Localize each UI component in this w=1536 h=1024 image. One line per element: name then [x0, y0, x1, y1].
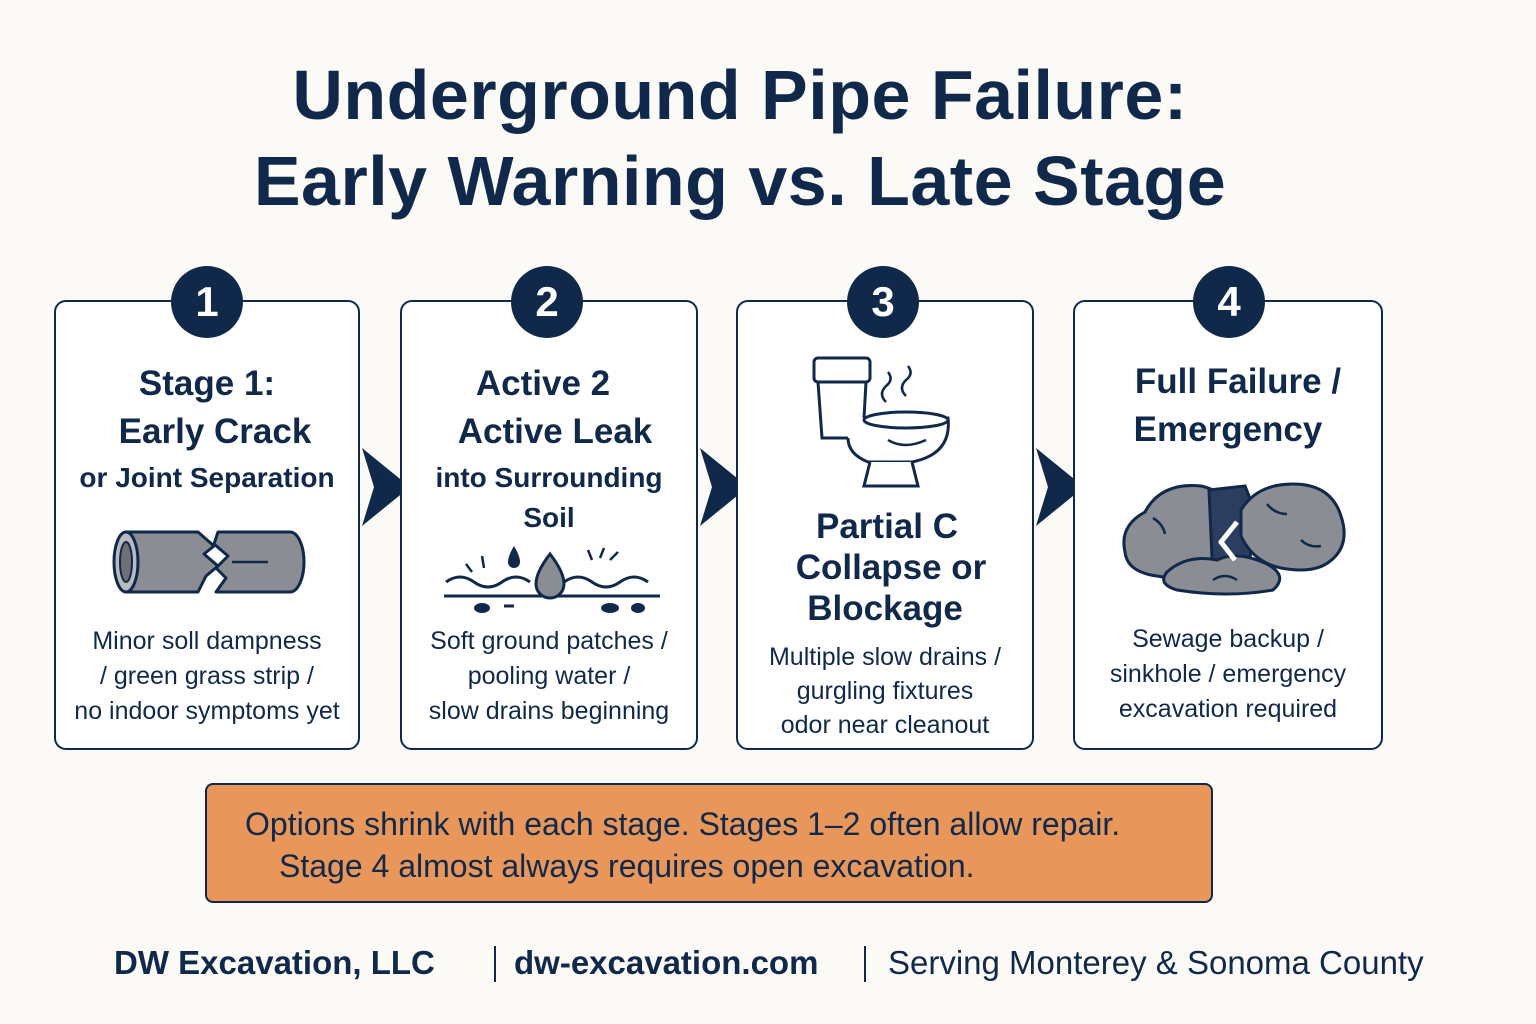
stage-1-heading-line: Early Crack [118, 412, 312, 451]
stage-2-description: Soft ground patches / pooling water / sl… [402, 624, 696, 729]
toilet-odor-icon [812, 356, 950, 488]
stage-3-description-line: gurgling fixtures [796, 677, 974, 705]
water-drops-soil-icon [444, 546, 660, 613]
stage-3-number-badge: 3 [847, 266, 919, 338]
stage-2-description-line: pooling water / [467, 662, 631, 690]
arrow-right-icon [700, 448, 748, 526]
company-name: DW Excavation, LLC [114, 944, 435, 981]
stage-1-heading: Stage 1: Early Crack or Joint Separation [56, 360, 358, 500]
title-line-1: Underground Pipe Failure: [292, 56, 1188, 134]
stage-3-heading: Partial C Collapse or Blockage [738, 506, 1032, 629]
stage-3-heading-line: Partial C [816, 507, 958, 546]
footer-divider [864, 946, 866, 982]
stage-2-heading-line: into Surrounding [435, 462, 663, 493]
stage-4-heading: Full Failure / Emergency [1075, 358, 1381, 454]
title-line-2: Early Warning vs. Late Stage [253, 142, 1227, 220]
stage-1-description-line: no indoor symptoms yet [74, 697, 340, 725]
arrow-right-icon [362, 448, 410, 526]
stage-4-number-badge: 4 [1193, 266, 1265, 338]
website-link[interactable]: dw-excavation.com [514, 944, 819, 981]
stage-3-description-line: Multiple slow drains / [768, 643, 1002, 671]
cracked-pipe-icon [112, 530, 306, 594]
footer: DW Excavation, LLC dw-excavation.com Ser… [0, 940, 1536, 990]
stage-2-heading: Active 2 Active Leak into Surrounding So… [402, 360, 696, 536]
stage-1-description-line: / green grass strip / [100, 662, 314, 690]
stage-4-card: Full Failure / Emergency Sewage backup /… [1073, 300, 1383, 750]
page-title: Underground Pipe Failure: Early Warning … [0, 52, 1480, 224]
stage-2-heading-line: Soil [523, 502, 575, 533]
collapsed-rocks-icon [1122, 482, 1346, 596]
callout-line-1: Options shrink with each stage. Stages 1… [245, 806, 1121, 842]
callout-box: Options shrink with each stage. Stages 1… [205, 783, 1213, 903]
stage-4-description-line: excavation required [1118, 695, 1338, 723]
stage-3-heading-line: Blockage [807, 589, 963, 628]
stage-3-description: Multiple slow drains / gurgling fixtures… [738, 640, 1032, 742]
stage-4-description-line: Sewage backup / [1132, 625, 1324, 653]
service-area: Serving Monterey & Sonoma County [888, 944, 1424, 981]
stage-3-heading-line: Collapse or [795, 548, 987, 587]
stage-1-heading-line: Stage 1: [138, 364, 276, 403]
stage-1-card: Stage 1: Early Crack or Joint Separation… [54, 300, 360, 750]
arrow-right-icon [1036, 448, 1084, 526]
stage-4-heading-line: Full Failure / [1134, 362, 1342, 401]
stage-3-description-line: odor near cleanout [780, 711, 990, 739]
stage-2-number-badge: 2 [511, 266, 583, 338]
stage-1-description: Minor soll dampness / green grass strip … [56, 624, 358, 729]
stage-4-heading-line: Emergency [1133, 410, 1323, 449]
footer-divider [494, 946, 496, 982]
stage-2-description-line: Soft ground patches / [430, 627, 668, 655]
stage-2-card: Active 2 Active Leak into Surrounding So… [400, 300, 698, 750]
stage-4-description-line: sinkhole / emergency [1109, 660, 1347, 688]
stage-1-heading-line: or Joint Separation [79, 462, 335, 493]
stage-1-description-line: Minor soll dampness [92, 627, 322, 655]
callout-line-2: Stage 4 almost always requires open exca… [279, 848, 975, 884]
stage-2-heading-line: Active 2 [475, 364, 611, 403]
stage-1-number-badge: 1 [171, 266, 243, 338]
stage-3-card: Partial C Collapse or Blockage Multiple … [736, 300, 1034, 750]
stage-2-description-line: slow drains beginning [428, 697, 670, 725]
stage-2-heading-line: Active Leak [457, 412, 653, 451]
stage-4-description: Sewage backup / sinkhole / emergency exc… [1075, 622, 1381, 727]
